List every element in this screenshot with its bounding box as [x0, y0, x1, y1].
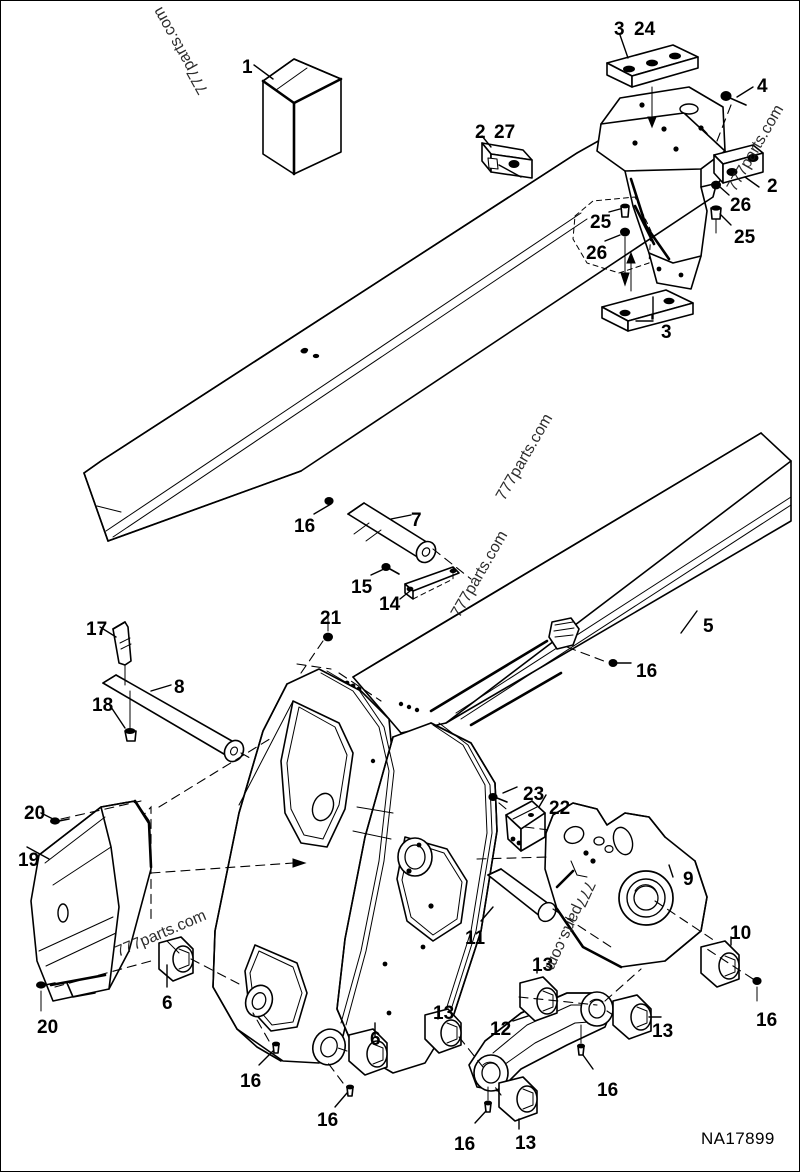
callout-4-upper: 4	[757, 76, 768, 97]
part-7-pin	[313, 497, 472, 580]
part-3-24-shim-plate-upper	[606, 34, 699, 129]
callout-18: 18	[92, 695, 114, 716]
part-23-screw	[488, 786, 518, 814]
callout-13-top: 13	[532, 955, 554, 976]
part-2-27-wear-pad-left	[481, 135, 533, 179]
callout-25-left: 25	[590, 212, 612, 233]
callout-16-link-right: 16	[597, 1080, 619, 1101]
part-3-shim-plate-lower	[601, 251, 694, 332]
callout-21: 21	[320, 608, 342, 629]
part-9-bucket-mount	[476, 802, 722, 969]
callout-12: 12	[490, 1019, 512, 1040]
part-17-bolt	[99, 621, 132, 686]
callout-26-left: 26	[586, 243, 608, 264]
callout-24: 24	[634, 19, 656, 40]
callout-20-lower: 20	[37, 1017, 59, 1038]
part-18-nut	[108, 690, 137, 742]
callout-6-left: 6	[162, 993, 173, 1014]
callout-8: 8	[174, 677, 185, 698]
callout-27: 27	[494, 122, 516, 143]
callout-16-arm-left: 16	[240, 1071, 262, 1092]
callout-3-lower: 3	[661, 322, 672, 343]
callout-3-upper: 3	[614, 19, 625, 40]
part-13-bushing-right	[606, 994, 662, 1040]
callout-10: 10	[730, 923, 752, 944]
callout-16-pin7: 16	[294, 516, 316, 537]
callout-9: 9	[683, 869, 694, 890]
callout-13-left: 13	[433, 1003, 455, 1024]
loader-arm-body	[128, 663, 498, 1074]
callout-13-bottom: 13	[515, 1133, 537, 1154]
callout-25-right: 25	[734, 227, 756, 248]
callout-11: 11	[465, 928, 486, 949]
callout-15: 15	[351, 577, 373, 598]
callout-5: 5	[703, 616, 714, 637]
part-6-bushing-left	[158, 936, 242, 988]
part-22-bracket	[505, 794, 558, 852]
part-13-bushing-top	[518, 958, 598, 1022]
part-13-bushing-bottom	[494, 1076, 538, 1130]
callout-17: 17	[86, 619, 108, 640]
part-10-bushing	[700, 936, 740, 988]
parts-25-26-fasteners-left	[604, 203, 630, 287]
callout-13-right: 13	[652, 1021, 674, 1042]
part-6-bushing-right	[334, 1022, 388, 1076]
part-4-bolt	[716, 86, 754, 142]
parts-25-26-fasteners-right	[710, 180, 732, 234]
callout-7: 7	[411, 510, 422, 531]
boom-grease-boss	[548, 617, 580, 650]
callout-16-link-left: 16	[454, 1134, 476, 1155]
part-14-retainer	[370, 563, 460, 600]
callout-20-upper: 20	[24, 803, 46, 824]
part-2-wear-pad-right	[700, 126, 764, 188]
drawing-number: NA17899	[701, 1129, 775, 1148]
part-11-pin	[480, 868, 612, 948]
part-21-nut	[300, 616, 333, 674]
callout-23: 23	[523, 784, 545, 805]
callout-16-arm-right: 16	[317, 1110, 339, 1131]
callout-1: 1	[242, 57, 253, 78]
callout-16-boom: 16	[636, 661, 658, 682]
callout-26-right: 26	[730, 195, 752, 216]
part-19-guard	[26, 799, 153, 1012]
lower-boom-arm	[344, 432, 792, 734]
part-8-pin	[102, 674, 292, 782]
part-16-fittings-bottom	[252, 1012, 354, 1108]
callout-2-right: 2	[767, 176, 778, 197]
callout-6-right: 6	[370, 1029, 381, 1050]
callout-19: 19	[18, 850, 40, 871]
callout-14: 14	[379, 594, 401, 615]
part-1-box	[253, 58, 343, 176]
part-16-fittings-link	[474, 1024, 594, 1124]
callout-16-right: 16	[756, 1010, 778, 1031]
part-16-fitting-right	[706, 948, 762, 1002]
callout-22: 22	[549, 798, 571, 819]
part-13-bushing-left	[424, 1006, 484, 1068]
upper-boom-arm	[83, 116, 722, 542]
callout-2-left: 2	[475, 122, 486, 143]
